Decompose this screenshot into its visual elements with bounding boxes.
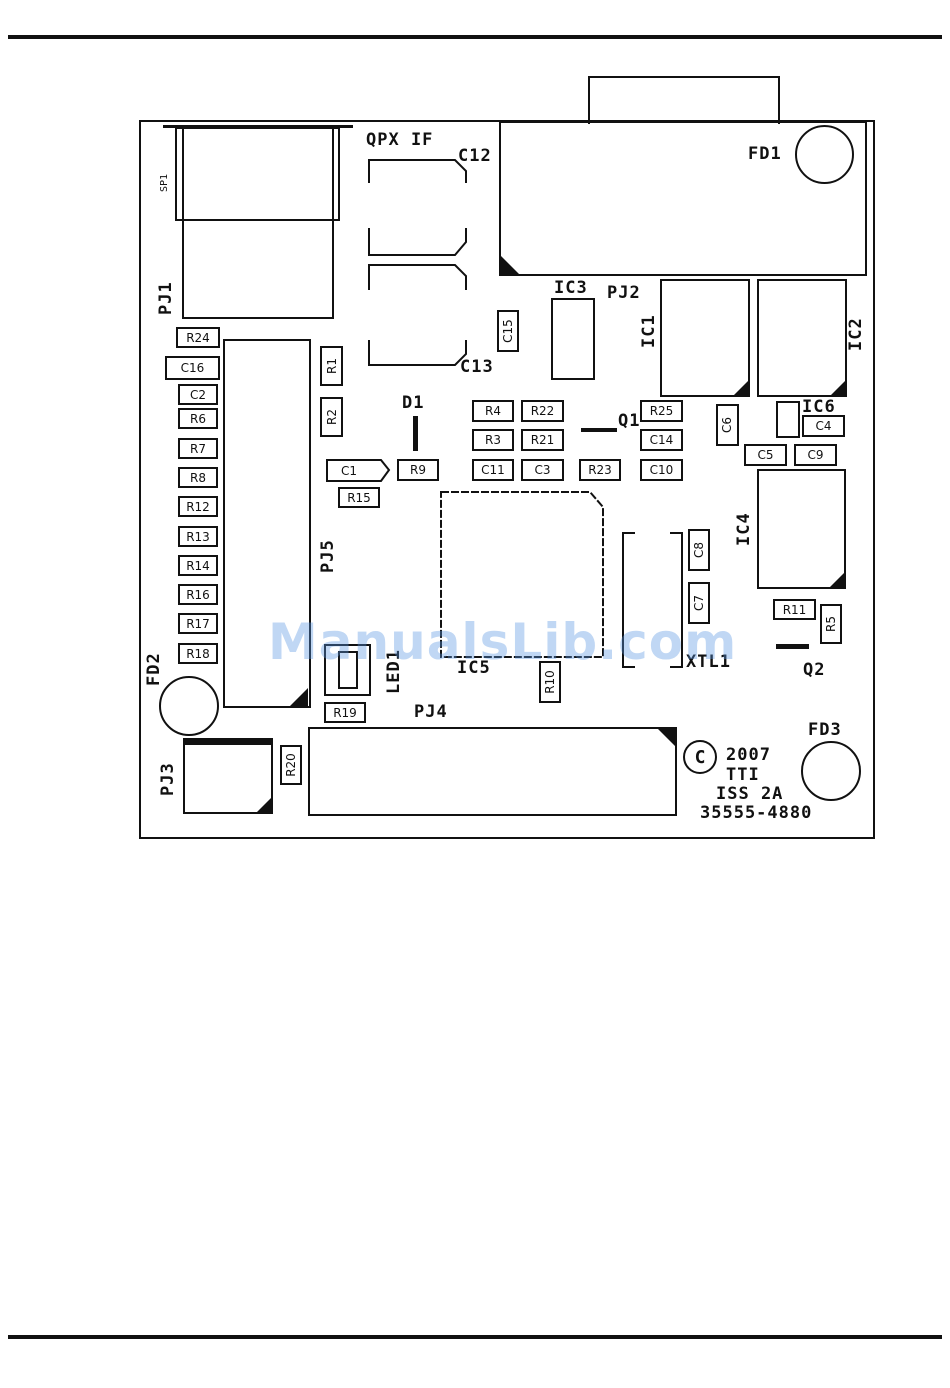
copyright-symbol: C	[695, 747, 706, 768]
sp1-body	[176, 128, 339, 220]
ic6-chip	[776, 401, 800, 438]
marking-issue: ISS 2A	[716, 786, 783, 803]
ic2-pin1-marker	[831, 381, 845, 395]
label-fd1: FD1	[748, 146, 782, 163]
label-ic6: IC6	[802, 399, 836, 416]
comp-c15: C15	[497, 310, 519, 352]
comp-r4: R4	[472, 400, 514, 422]
label-c12: C12	[458, 148, 492, 165]
comp-c3: C3	[521, 459, 564, 481]
marking-year: 2007	[726, 747, 771, 764]
label-fd2: FD2	[146, 652, 163, 686]
label-d1: D1	[402, 395, 424, 412]
marking-maker: TTI	[726, 767, 760, 784]
label-sp1: SP1	[160, 174, 170, 192]
label-ic1: IC1	[641, 314, 658, 348]
comp-c11: C11	[472, 459, 514, 481]
comp-r3: R3	[472, 429, 514, 451]
comp-r17: R17	[178, 613, 218, 634]
comp-c2: C2	[178, 384, 218, 405]
comp-c8: C8	[688, 529, 710, 571]
label-q1: Q1	[618, 413, 640, 430]
comp-r11: R11	[773, 599, 816, 620]
comp-r16: R16	[178, 584, 218, 605]
pj3-pin1-marker	[257, 798, 271, 812]
fd1-hole	[795, 125, 854, 184]
ic4-pin1-marker	[830, 573, 844, 587]
comp-r5: R5	[820, 604, 842, 644]
label-fd3: FD3	[808, 722, 842, 739]
comp-r20: R20	[280, 745, 302, 785]
pj1-body	[183, 220, 333, 318]
comp-r18: R18	[178, 643, 218, 664]
comp-r19: R19	[324, 702, 366, 723]
ic3-chip	[551, 298, 595, 380]
ic1-pin1-marker	[734, 381, 748, 395]
label-pj2: PJ2	[607, 285, 641, 302]
comp-c14: C14	[640, 429, 683, 451]
c13-outline-upper	[369, 265, 466, 290]
comp-c9: C9	[794, 444, 837, 466]
comp-r21: R21	[521, 429, 564, 451]
label-pj4: PJ4	[414, 704, 448, 721]
comp-r15: R15	[338, 487, 380, 508]
comp-r13: R13	[178, 526, 218, 547]
pj5-pin1-marker	[290, 688, 308, 706]
label-q2: Q2	[803, 662, 825, 679]
c12-outline-lower	[369, 228, 466, 255]
label-qpx-if: QPX IF	[366, 132, 433, 149]
ic1-chip	[660, 279, 750, 397]
label-ic2: IC2	[848, 317, 865, 351]
label-ic4: IC4	[736, 512, 753, 546]
comp-r12: R12	[178, 496, 218, 517]
comp-r2: R2	[320, 397, 343, 437]
marking-part-number: 35555-4880	[700, 805, 812, 822]
comp-c10: C10	[640, 459, 683, 481]
pj4-pin1-marker	[658, 729, 675, 746]
pj4-connector	[308, 727, 677, 816]
comp-c5: C5	[744, 444, 787, 466]
comp-r14: R14	[178, 555, 218, 576]
copyright-circle: C	[683, 740, 717, 774]
comp-r22: R22	[521, 400, 564, 422]
ic4-chip	[757, 469, 846, 589]
d1-body	[413, 416, 418, 451]
sp1-inner	[183, 128, 333, 220]
comp-r9: R9	[397, 459, 439, 481]
comp-c6: C6	[716, 404, 739, 446]
watermark: ManualsLib.com	[268, 613, 737, 671]
comp-r25: R25	[640, 400, 683, 422]
label-pj5: PJ5	[320, 539, 337, 573]
comp-r7: R7	[178, 438, 218, 459]
comp-c1: C1	[329, 462, 369, 479]
comp-r24: R24	[176, 327, 220, 348]
pj2-pin1-marker	[501, 256, 519, 274]
ic2-chip	[757, 279, 847, 397]
label-pj3: PJ3	[160, 762, 177, 796]
label-pj1: PJ1	[158, 281, 175, 315]
fd3-hole	[801, 741, 861, 801]
comp-r8: R8	[178, 467, 218, 488]
comp-r6: R6	[178, 408, 218, 429]
comp-r23: R23	[579, 459, 621, 481]
fd2-hole	[159, 676, 219, 736]
q1-body	[581, 428, 617, 432]
comp-c16: C16	[165, 356, 220, 380]
label-c13: C13	[460, 359, 494, 376]
comp-c4: C4	[802, 415, 845, 437]
c12-outline	[369, 160, 466, 183]
label-ic3: IC3	[554, 280, 588, 297]
c13-outline	[369, 340, 466, 365]
q2-body	[776, 644, 809, 649]
comp-r1: R1	[320, 346, 343, 386]
